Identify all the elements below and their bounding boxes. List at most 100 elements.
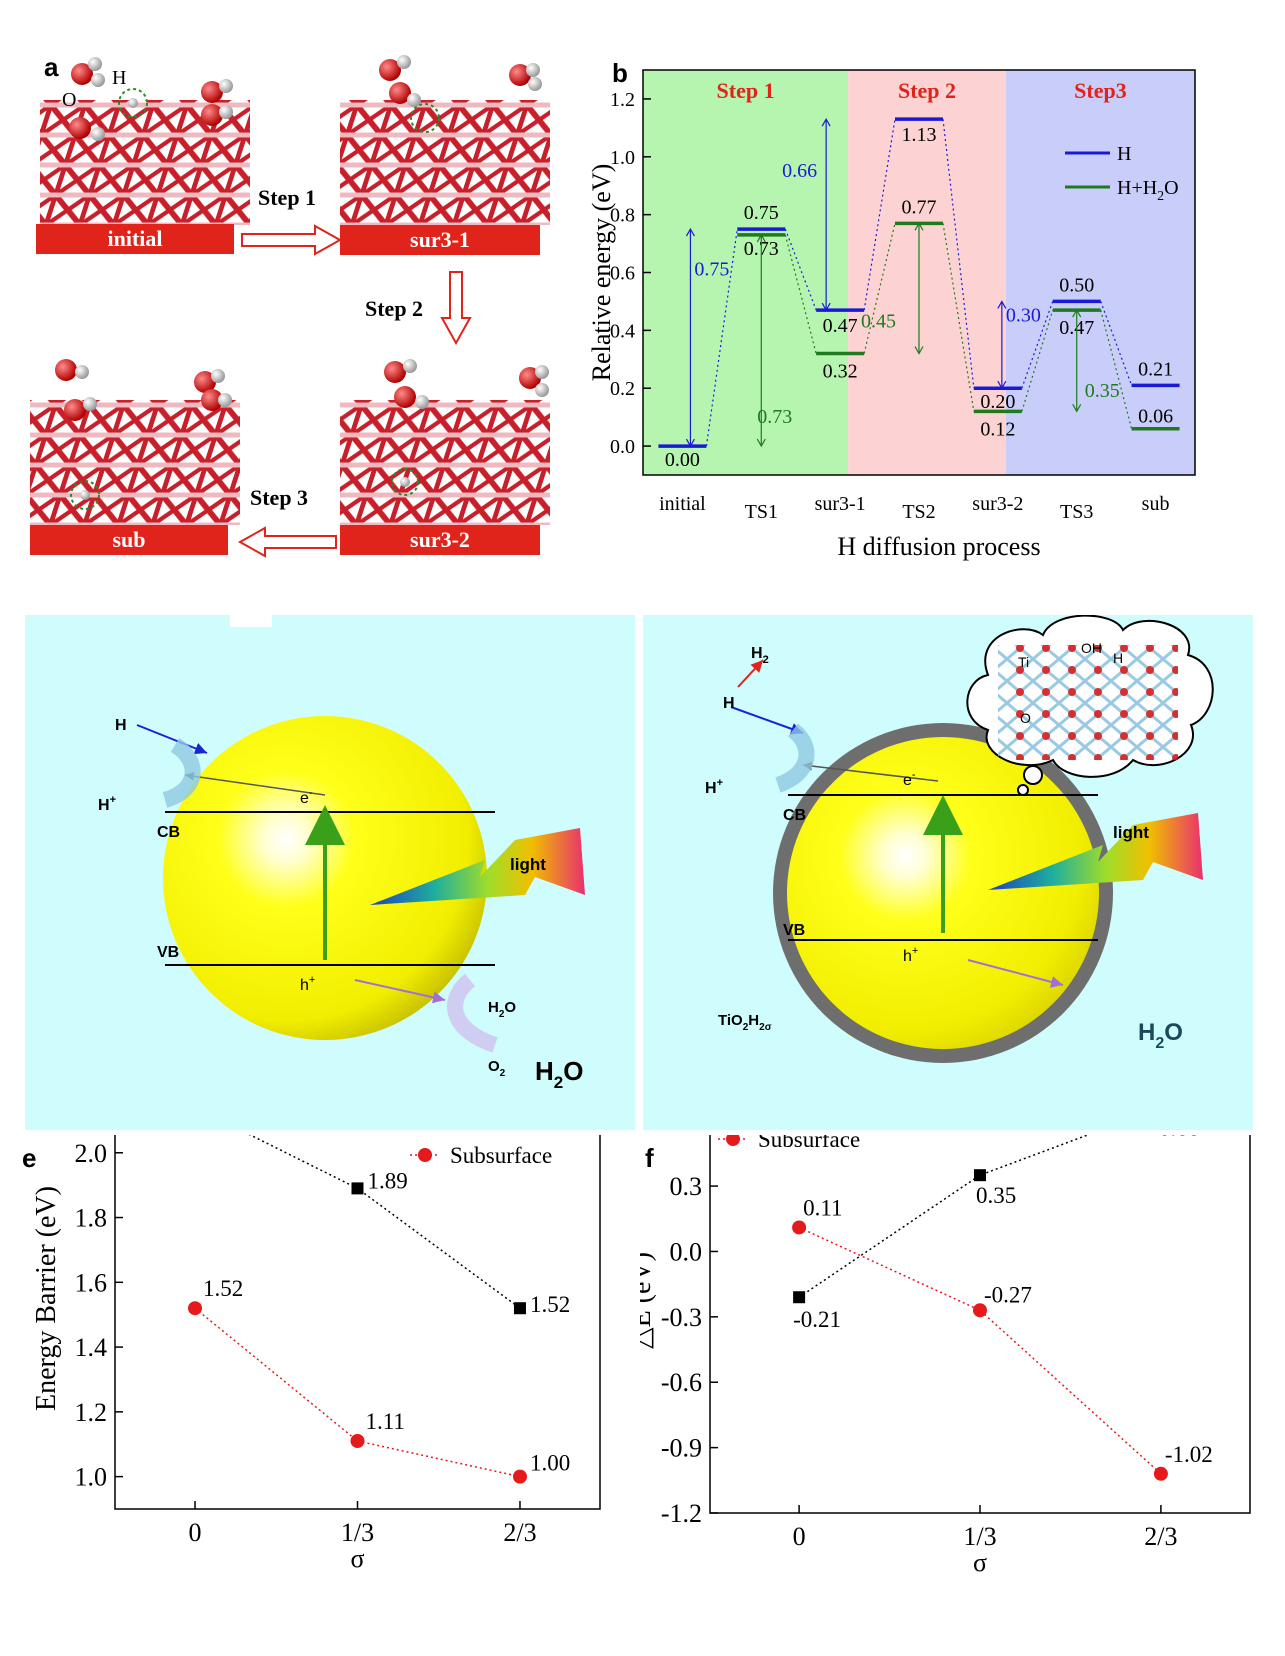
- point-Surface-1: [351, 1182, 364, 1195]
- molecules-initial: [69, 57, 233, 141]
- molecules-sur3-2: [384, 359, 549, 496]
- svg-text:H2O: H2O: [1138, 1019, 1183, 1052]
- xtick-label-b: sub: [1142, 493, 1170, 515]
- point-Subsurface-0: [188, 1301, 203, 1316]
- connector-1: [942, 223, 975, 412]
- ytick-label-e: 1.0: [75, 1463, 108, 1492]
- data-label-Surface-2: 0.66: [1159, 1135, 1199, 1141]
- svg-text:VB: VB: [157, 944, 179, 961]
- svg-text:O: O: [1020, 710, 1031, 726]
- point-Surface-0: [793, 1291, 806, 1304]
- panel-label-f: f: [645, 1143, 654, 1173]
- panel-label-b: b: [612, 58, 628, 88]
- ytick-label-f: 0.0: [670, 1237, 703, 1266]
- connector-0: [863, 119, 896, 311]
- data-label-Subsurface-0: 1.52: [203, 1276, 243, 1301]
- region-label-3: Step3: [1074, 78, 1127, 103]
- value-label-b: 0.12: [980, 418, 1015, 440]
- lattice-sur3-1: [340, 100, 550, 225]
- step2-label: Step 2: [365, 296, 424, 321]
- point-Subsurface-1: [350, 1433, 365, 1448]
- svg-text:Ti: Ti: [1018, 654, 1029, 670]
- xtick-label-e: 2/3: [503, 1518, 536, 1547]
- ylabel-e: Energy Barrier (eV): [31, 1186, 62, 1411]
- svg-text:H: H: [115, 717, 127, 734]
- series-line-Subsurface: [798, 1226, 1162, 1475]
- barrier-label-4: 0.30: [1006, 305, 1041, 327]
- ytick-label-b: 0.6: [610, 263, 635, 285]
- svg-text:H+: H+: [98, 794, 116, 814]
- xtick-label-b: initial: [659, 493, 706, 515]
- value-label-b: 0.75: [744, 202, 779, 224]
- svg-text:OH: OH: [1081, 640, 1102, 656]
- connector-0: [942, 119, 975, 389]
- xtick-label-f: 2/3: [1144, 1522, 1177, 1551]
- xtick-label-b: sur3-1: [815, 493, 866, 515]
- value-label-b: 0.21: [1138, 358, 1173, 380]
- data-label-Subsurface-2: 1.00: [530, 1451, 570, 1476]
- atom-label-h: H: [112, 67, 126, 89]
- point-Subsurface-2: [512, 1469, 527, 1484]
- state-sur3-2: sur3-2: [340, 525, 540, 555]
- ytick-label-b: 1.0: [610, 147, 635, 169]
- series-line-Surface: [798, 1135, 1090, 1298]
- ytick-label-b: 0.0: [610, 436, 635, 458]
- barrier-label-0: 0.75: [694, 258, 729, 280]
- data-label-Subsurface-1: -0.27: [984, 1282, 1032, 1307]
- xlabel-b: H diffusion process: [837, 532, 1040, 561]
- data-label-Surface-1: 1.89: [368, 1168, 408, 1193]
- svg-text:CB: CB: [783, 807, 806, 824]
- xtick-label-b: sur3-2: [972, 493, 1023, 515]
- legend-label-Subsurface: Subsurface: [758, 1135, 860, 1152]
- svg-text:H2O: H2O: [535, 1056, 583, 1092]
- value-label-b: 0.20: [980, 391, 1015, 413]
- value-label-b: 0.47: [823, 315, 858, 337]
- value-label-b: 0.50: [1059, 274, 1094, 296]
- step1-label: Step 1: [258, 185, 317, 210]
- panel-label-e: e: [22, 1143, 37, 1173]
- ytick-label-e: 1.2: [75, 1398, 108, 1427]
- state-sub: sub: [30, 525, 228, 555]
- connector-0: [1021, 301, 1054, 389]
- barrier-label-1: 0.73: [757, 406, 792, 428]
- xtick-label-e: 0: [189, 1518, 202, 1547]
- svg-text:light: light: [510, 855, 546, 874]
- value-label-b: 0.06: [1138, 406, 1173, 428]
- svg-text:O2: O2: [488, 1058, 506, 1079]
- atom-label-o: O: [62, 89, 76, 111]
- lattice-sur3-2: [340, 400, 550, 525]
- value-label-b: 0.32: [823, 361, 858, 383]
- lattice-sub: [30, 400, 240, 525]
- svg-text:VB: VB: [783, 922, 805, 939]
- ytick-label-b: 0.2: [610, 378, 635, 400]
- light-beam-d: [988, 813, 1203, 890]
- panel-c: H H+ e- CB VB h+ light H2O O2 H2O: [25, 615, 635, 1130]
- ytick-label-b: 0.4: [610, 320, 635, 342]
- value-label-b: 1.13: [902, 124, 937, 146]
- state-initial: initial: [36, 224, 234, 254]
- region-step-1: [643, 70, 849, 475]
- panel-label-a: a: [44, 52, 59, 82]
- barrier-label-2: 0.66: [782, 160, 817, 182]
- data-label-Subsurface-1: 1.11: [366, 1409, 405, 1434]
- ytick-label-e: 1.4: [75, 1333, 108, 1362]
- series-line-Subsurface: [194, 1307, 521, 1478]
- ylabel-f: △E (eV): [640, 1252, 657, 1349]
- xlabel-f: σ: [973, 1548, 987, 1577]
- svg-text:CB: CB: [157, 824, 180, 841]
- svg-text:H: H: [1113, 650, 1123, 666]
- point-Subsurface-1: [973, 1303, 987, 1318]
- region-step-3: [1005, 70, 1195, 475]
- value-label-b: 0.77: [902, 196, 937, 218]
- light-beam-c: [370, 828, 585, 905]
- svg-text:TiO2H2σ: TiO2H2σ: [718, 1012, 772, 1033]
- arrow-step3: [237, 526, 337, 558]
- svg-text:h+: h+: [300, 974, 315, 994]
- svg-text:h+: h+: [903, 945, 918, 965]
- data-label-Subsurface-2: -1.02: [1165, 1442, 1213, 1467]
- point-Subsurface-2: [1153, 1466, 1168, 1481]
- xtick-label-b: TS1: [745, 501, 778, 523]
- point-Surface-1: [974, 1169, 986, 1182]
